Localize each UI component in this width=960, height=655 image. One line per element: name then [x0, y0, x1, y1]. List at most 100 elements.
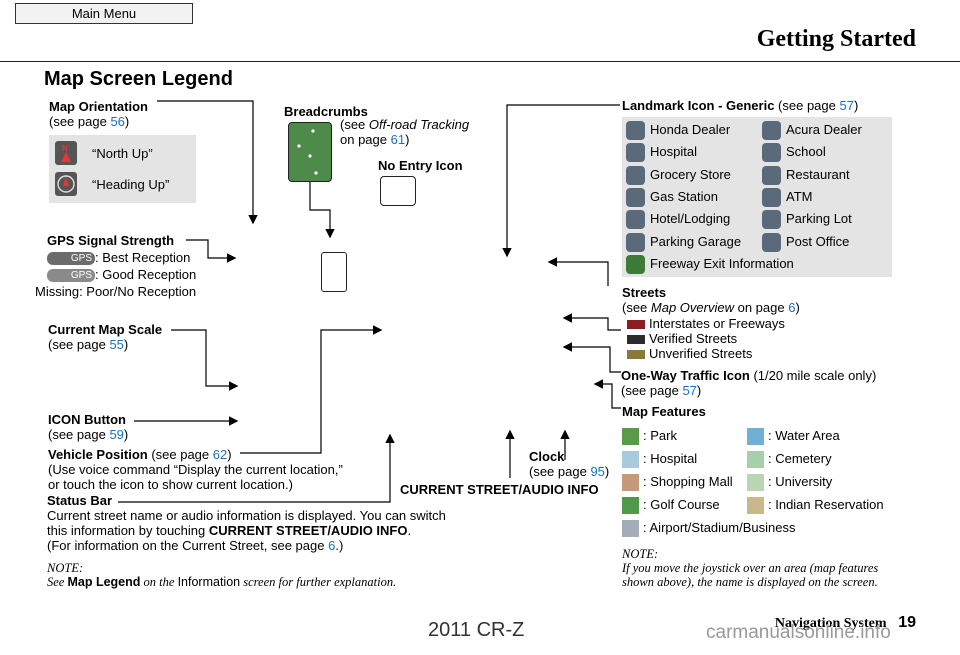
streets-on: on page	[733, 300, 789, 315]
breadcrumbs-on: on page	[340, 132, 391, 147]
map-orientation-close: )	[124, 114, 130, 129]
landmark-item: Freeway Exit Information	[626, 254, 794, 274]
streets-legend-item: Verified Streets	[627, 331, 785, 346]
clock-see: (see page	[529, 464, 591, 479]
map-scale-page-link[interactable]: 55	[109, 337, 124, 352]
map-scale-callout: Current Map Scale (see page 55)	[48, 322, 162, 352]
landmark-page-link[interactable]: 57	[839, 98, 854, 113]
hotel-icon	[626, 210, 645, 230]
footer-model: 2011 CR-Z	[428, 619, 525, 641]
breadcrumbs-ref-title: Off-road Tracking	[368, 117, 470, 132]
landmark-item-label: Hospital	[650, 144, 697, 160]
map-orientation-page-link[interactable]: 56	[110, 114, 125, 129]
landmark-item-label: ATM	[786, 188, 813, 204]
map-feature-swatch	[622, 451, 639, 469]
streets-legend-label: Interstates or Freeways	[649, 316, 785, 331]
grocery-icon	[626, 165, 645, 185]
footer-page: Navigation System 19	[775, 614, 916, 632]
note-right-line1: If you move the joystick over an area (m…	[622, 561, 879, 575]
landmark-item-label: Gas Station	[650, 188, 718, 204]
school-icon	[762, 143, 781, 163]
map-feature-swatch	[622, 497, 639, 515]
landmark-item-label: School	[786, 144, 826, 160]
landmark-title-row: Landmark Icon - Generic (see page 57)	[622, 98, 858, 113]
gps-best-row: GPS: Best Reception	[47, 250, 190, 266]
current-street-title: CURRENT STREET/AUDIO INFO	[400, 482, 599, 497]
streets-see: (see	[622, 300, 651, 315]
map-feature-item: : University	[747, 472, 832, 492]
map-feature-swatch	[622, 520, 639, 538]
landmark-item-label: Honda Dealer	[650, 122, 731, 137]
gps-good-label: : Good Reception	[95, 267, 197, 282]
header-divider	[0, 61, 960, 62]
map-orientation-title: Map Orientation	[49, 99, 148, 114]
landmark-item: Hospital	[626, 142, 697, 163]
map-features-legend: : Park: Water Area: Hospital: Cemetery: …	[622, 426, 902, 544]
note-left: NOTE: See Map Legend on the Information …	[47, 561, 396, 589]
landmark-item: Grocery Store	[626, 165, 731, 185]
landmark-item: Parking Garage	[626, 232, 741, 252]
map-feature-swatch	[747, 497, 764, 515]
main-menu-button[interactable]: Main Menu	[15, 3, 193, 24]
map-feature-label: : Airport/Stadium/Business	[643, 520, 796, 535]
landmark-close: )	[853, 98, 859, 113]
map-scale-title: Current Map Scale	[48, 322, 163, 337]
streets-legend-item: Interstates or Freeways	[627, 316, 785, 331]
landmark-item-label: Parking Garage	[650, 233, 742, 249]
streets-legend-item: Unverified Streets	[627, 346, 785, 361]
vehicle-marker-icon	[321, 252, 347, 292]
breadcrumbs-ref: (see Off-road Tracking on page 61)	[340, 117, 469, 147]
map-feature-label: : Shopping Mall	[643, 474, 733, 489]
gps-good-row: GPS: Good Reception	[47, 267, 197, 283]
footer-nav-label: Navigation System	[774, 616, 887, 631]
vehicle-position-line2: or touch the icon to show current locati…	[48, 477, 293, 492]
gas-icon	[626, 187, 645, 207]
map-orientation-see: (see page	[49, 114, 111, 129]
status-bar-line2b: CURRENT STREET/AUDIO INFO	[208, 523, 408, 538]
oneway-page-link[interactable]: 57	[682, 383, 697, 398]
breadcrumbs-see: (see	[340, 117, 369, 132]
breadcrumbs-map-image	[288, 122, 332, 182]
oneway-see: (see page	[621, 383, 683, 398]
note-right: NOTE: If you move the joystick over an a…	[622, 547, 878, 589]
status-bar-title: Status Bar	[47, 493, 113, 508]
map-feature-swatch	[622, 428, 639, 446]
landmark-item-label: Freeway Exit Information	[650, 255, 794, 271]
map-feature-label: : Hospital	[643, 451, 698, 466]
landmark-item: ATM	[762, 187, 812, 207]
landmark-item-label: Acura Dealer	[786, 122, 862, 137]
status-bar-line2a: this information by touching	[47, 523, 209, 538]
map-feature-item: : Indian Reservation	[747, 495, 884, 515]
streets-page-link[interactable]: 6	[788, 300, 796, 315]
no-entry-icon	[380, 176, 416, 206]
heading-up-label: “Heading Up”	[92, 177, 170, 192]
oneway-title: One-Way Traffic Icon	[621, 368, 750, 383]
map-feature-label: : Golf Course	[643, 497, 720, 512]
note-left-title: NOTE:	[47, 561, 84, 575]
icon-button-callout: ICON Button (see page 59)	[48, 412, 128, 442]
landmark-item: Acura Dealer	[762, 120, 862, 141]
breadcrumbs-close: )	[405, 132, 410, 147]
footer-page-number: 19	[898, 614, 916, 631]
map-feature-item: : Hospital	[622, 449, 697, 469]
clock-page-link[interactable]: 95	[590, 464, 605, 479]
icon-button-page-link[interactable]: 59	[109, 427, 124, 442]
clock-title: Clock	[529, 449, 565, 464]
vehicle-position-page-link[interactable]: 62	[212, 447, 228, 462]
map-feature-item: : Shopping Mall	[622, 472, 733, 492]
map-orientation-callout: Map Orientation (see page 56)	[49, 99, 148, 129]
map-feature-label: : Indian Reservation	[768, 497, 884, 512]
parking-lot-icon	[762, 210, 781, 230]
landmark-item-label: Grocery Store	[650, 166, 731, 182]
streets-callout: Streets (see Map Overview on page 6)	[622, 285, 800, 315]
status-bar-page-link[interactable]: 6	[328, 538, 336, 553]
note-left-mid: on the	[140, 575, 178, 589]
streets-legend-label: Verified Streets	[649, 331, 738, 346]
page-title: Getting Started	[756, 26, 916, 52]
north-up-icon: N	[55, 141, 77, 165]
gps-title: GPS Signal Strength	[47, 233, 175, 248]
note-left-rest: screen for further explanation.	[240, 575, 397, 589]
breadcrumbs-page-link[interactable]: 61	[390, 132, 406, 147]
note-left-info: Information	[177, 575, 241, 589]
